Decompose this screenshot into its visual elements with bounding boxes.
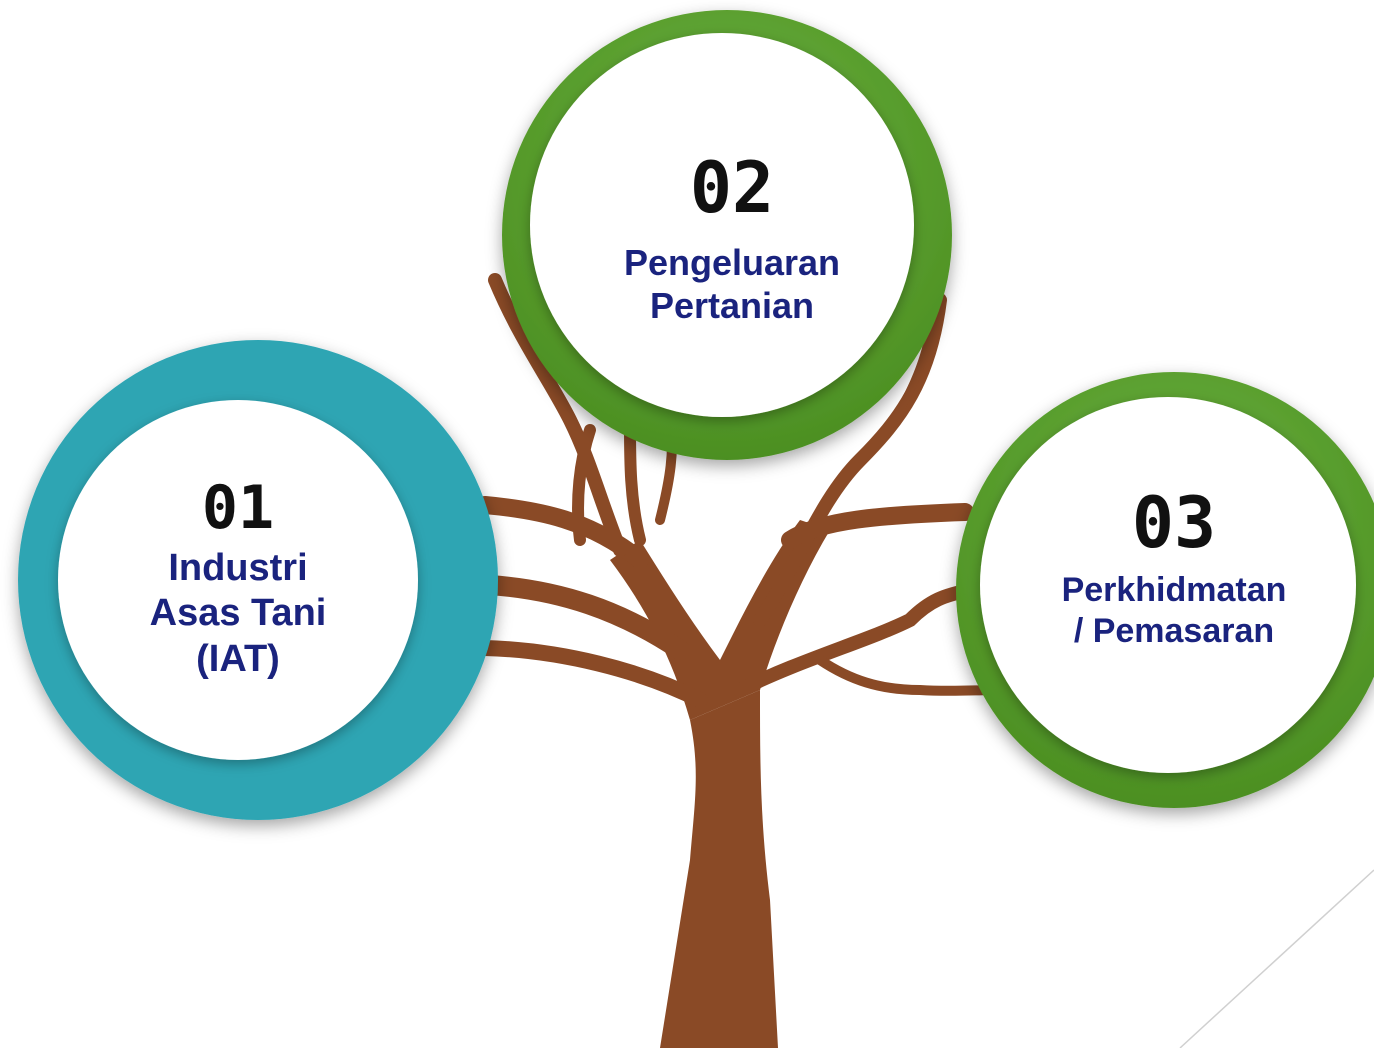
- node-03-title-line-2: / Pemasaran: [1073, 612, 1275, 650]
- tree-branches: [476, 273, 1005, 708]
- node-02-label: 02 Pengeluaran Pertanian: [572, 140, 892, 340]
- node-01-inner: [58, 400, 418, 760]
- node-03-label: 03 Perkhidmatan / Pemasaran: [1024, 470, 1324, 670]
- node-03-title: Perkhidmatan / Pemasaran: [1062, 570, 1287, 652]
- node-02-inner: [530, 33, 914, 417]
- node-03-number: 03: [1131, 482, 1217, 565]
- node-01-title-line-2: Asas Tani: [149, 592, 327, 635]
- node-01-title-line-1: Industri: [168, 546, 308, 589]
- node-01-title-line-3: (IAT): [196, 637, 280, 680]
- node-02-title-line-1: Pengeluaran: [623, 241, 841, 283]
- tree-trunk: [610, 520, 830, 1048]
- node-01-number: 01: [201, 472, 275, 543]
- node-02-title: Pengeluaran Pertanian: [624, 241, 840, 327]
- node-03-inner: [980, 397, 1356, 773]
- node-01-title: Industri Asas Tani (IAT): [150, 546, 327, 683]
- node-02-number: 02: [689, 146, 775, 229]
- decorative-line: [1179, 869, 1374, 1048]
- node-03-title-line-1: Perkhidmatan: [1061, 571, 1287, 610]
- node-02-title-line-2: Pertanian: [649, 285, 815, 326]
- node-01-label: 01 Industri Asas Tani (IAT): [88, 450, 388, 710]
